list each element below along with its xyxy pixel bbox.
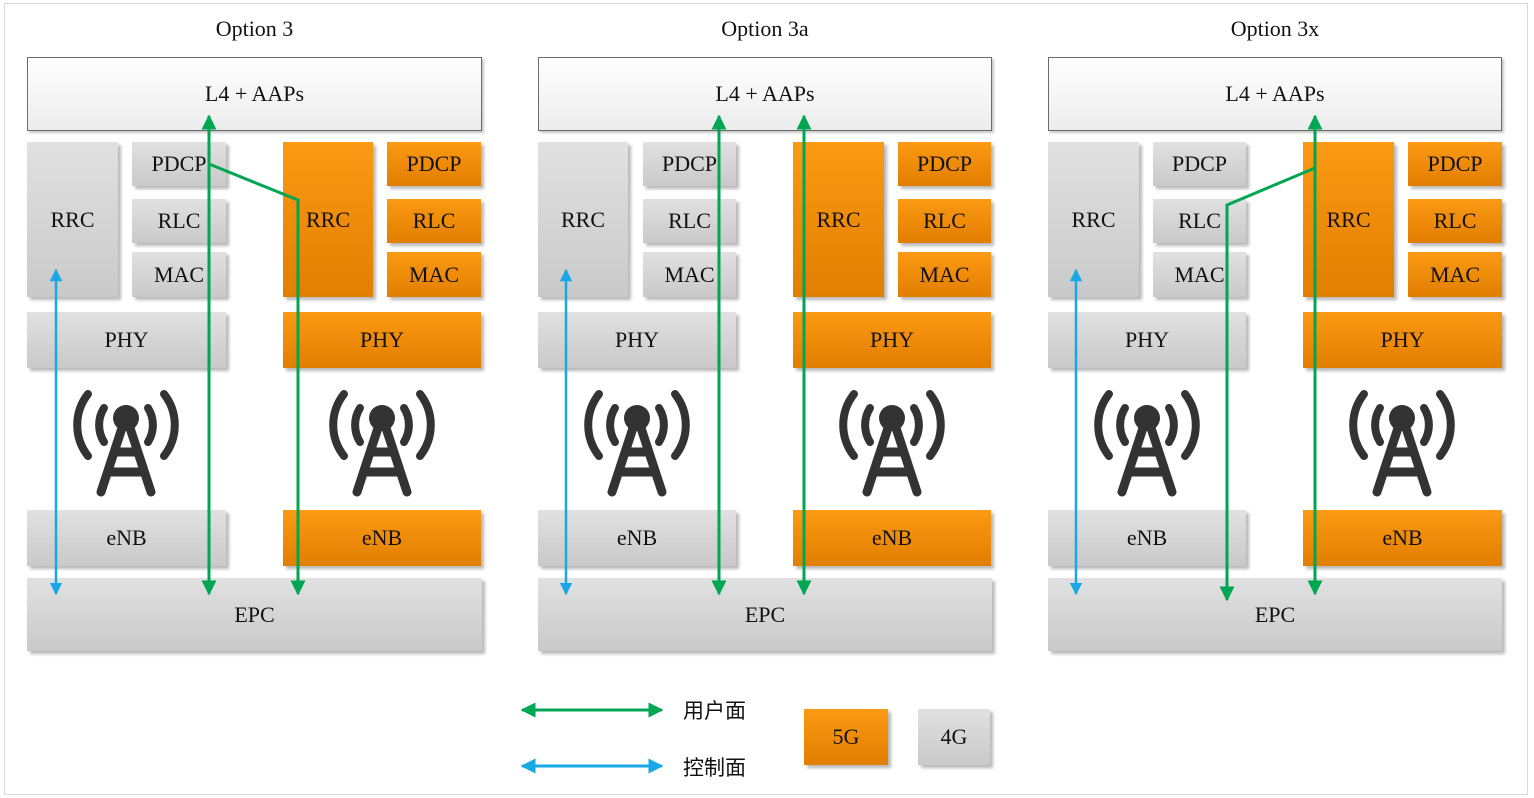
legend-5g-swatch: 5G <box>804 709 888 765</box>
panel-title: Option 3a <box>721 16 809 41</box>
legend-user-plane-label: 用户面 <box>683 699 746 723</box>
nr-mac-box: MAC <box>387 252 481 297</box>
nr-phy-box: PHY <box>1303 312 1502 368</box>
lte-rlc-box: RLC <box>1153 199 1246 243</box>
panel-title: Option 3x <box>1230 16 1320 41</box>
nr-mac-box: MAC <box>1408 252 1502 297</box>
nr-pdcp-box: PDCP <box>1408 142 1502 186</box>
nr-enb-box: eNB <box>1303 510 1502 566</box>
user-plane-split-arrow <box>208 162 306 596</box>
nr-mac-box: MAC <box>898 252 991 297</box>
panel-title: Option 3 <box>215 16 294 41</box>
app-layer-box: L4 + AAPs <box>27 57 482 131</box>
lte-pdcp-box: PDCP <box>1153 142 1246 186</box>
diagram-frame <box>4 3 1528 795</box>
legend-control-plane-label: 控制面 <box>683 756 746 780</box>
nr-pdcp-box: PDCP <box>387 142 481 186</box>
lte-rrc-box: RRC <box>1048 142 1139 297</box>
lte-rrc-box: RRC <box>27 142 118 297</box>
epc-box: EPC <box>1048 578 1502 651</box>
nr-pdcp-box: PDCP <box>898 142 991 186</box>
nr-rlc-box: RLC <box>387 199 481 243</box>
nr-rlc-box: RLC <box>1408 199 1502 243</box>
lte-mac-box: MAC <box>1153 252 1246 297</box>
app-layer-box: L4 + AAPs <box>1048 57 1502 131</box>
user-plane-split-arrow <box>1219 166 1316 602</box>
legend-4g-swatch: 4G <box>918 709 990 765</box>
epc-box: EPC <box>27 578 482 651</box>
lte-rrc-box: RRC <box>538 142 628 297</box>
nr-phy-box: PHY <box>793 312 991 368</box>
nr-rlc-box: RLC <box>898 199 991 243</box>
nr-phy-box: PHY <box>283 312 481 368</box>
nr-enb-box: eNB <box>283 510 481 566</box>
nr-enb-box: eNB <box>793 510 991 566</box>
app-layer-box: L4 + AAPs <box>538 57 992 131</box>
epc-box: EPC <box>538 578 992 651</box>
